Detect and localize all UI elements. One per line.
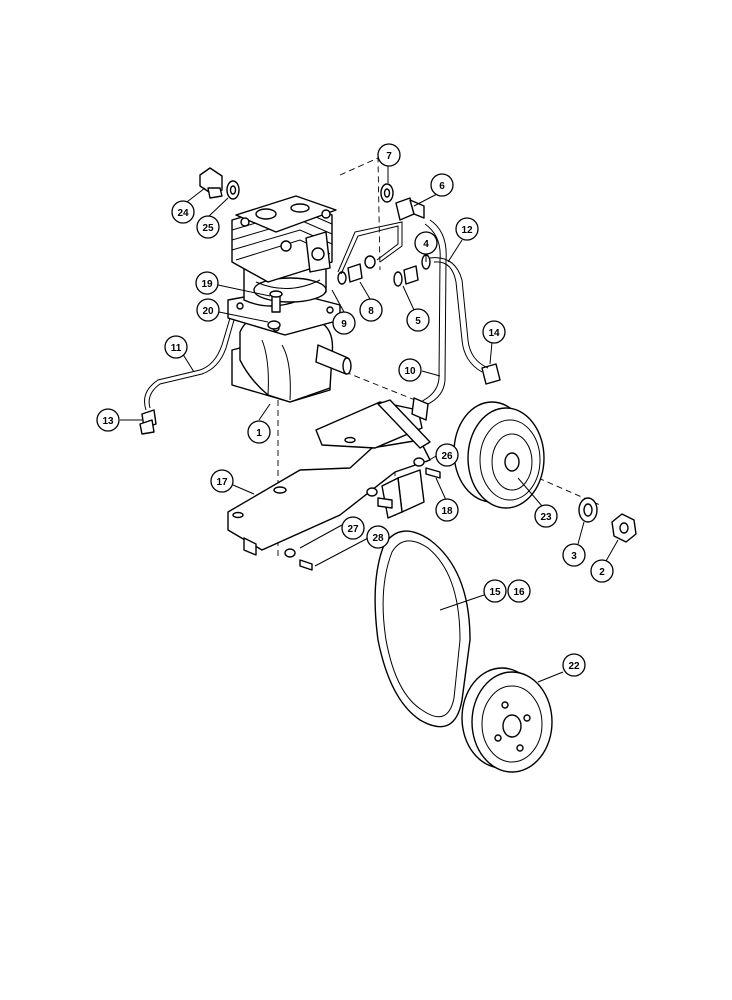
callouts: 1 2 3 4 5 6 7 8 9 10 11 12 13 14 15 16 1… [96,143,614,677]
svg-text:10: 10 [404,366,416,377]
compressor-pulley [453,401,545,509]
svg-text:20: 20 [202,306,214,317]
callout-15: 15 [483,579,507,603]
svg-text:13: 13 [102,416,114,427]
callout-27: 27 [341,516,365,540]
svg-text:22: 22 [568,661,580,672]
callout-1: 1 [247,420,271,444]
callout-22: 22 [562,653,586,677]
svg-text:18: 18 [441,506,453,517]
callout-3: 3 [562,543,586,567]
svg-text:23: 23 [540,512,552,523]
callout-10: 10 [398,358,422,382]
svg-text:16: 16 [513,587,525,598]
leader-lines [120,166,619,683]
callout-23: 23 [534,504,558,528]
svg-text:4: 4 [423,239,429,250]
callout-8: 8 [359,298,383,322]
mounting-plate [227,399,431,556]
hardware-pieces [139,167,637,571]
svg-text:5: 5 [415,316,421,327]
pipes [144,219,489,421]
callout-7: 7 [377,143,401,167]
callout-14: 14 [482,320,506,344]
callout-5: 5 [406,308,430,332]
callout-28: 28 [366,525,390,549]
svg-text:19: 19 [201,279,213,290]
svg-text:12: 12 [461,225,473,236]
callout-4: 4 [414,231,438,255]
svg-text:1: 1 [256,428,262,439]
svg-text:11: 11 [171,343,182,354]
compressor-body [227,195,352,403]
callout-18: 18 [435,498,459,522]
svg-text:25: 25 [202,223,214,234]
callout-25: 25 [196,215,220,239]
svg-text:6: 6 [439,181,445,192]
svg-text:24: 24 [177,208,189,219]
svg-text:26: 26 [441,451,453,462]
callout-6: 6 [430,173,454,197]
callout-20: 20 [196,298,220,322]
callout-19: 19 [195,271,219,295]
callout-11: 11 [164,335,188,359]
svg-text:27: 27 [347,524,359,535]
callout-13: 13 [96,408,120,432]
svg-text:14: 14 [488,328,500,339]
svg-text:8: 8 [368,306,374,317]
svg-text:2: 2 [599,567,605,578]
callout-12: 12 [455,217,479,241]
callout-17: 17 [210,469,234,493]
crank-pulley [461,667,553,773]
svg-text:3: 3 [571,551,577,562]
callout-9: 9 [332,311,356,335]
v-belt [374,530,471,728]
callout-2: 2 [590,559,614,583]
callout-24: 24 [171,200,195,224]
svg-text:9: 9 [341,319,347,330]
callout-26: 26 [435,443,459,467]
svg-text:17: 17 [216,477,228,488]
svg-text:7: 7 [386,151,392,162]
callout-16: 16 [507,579,531,603]
svg-text:28: 28 [372,533,384,544]
svg-text:15: 15 [489,587,501,598]
